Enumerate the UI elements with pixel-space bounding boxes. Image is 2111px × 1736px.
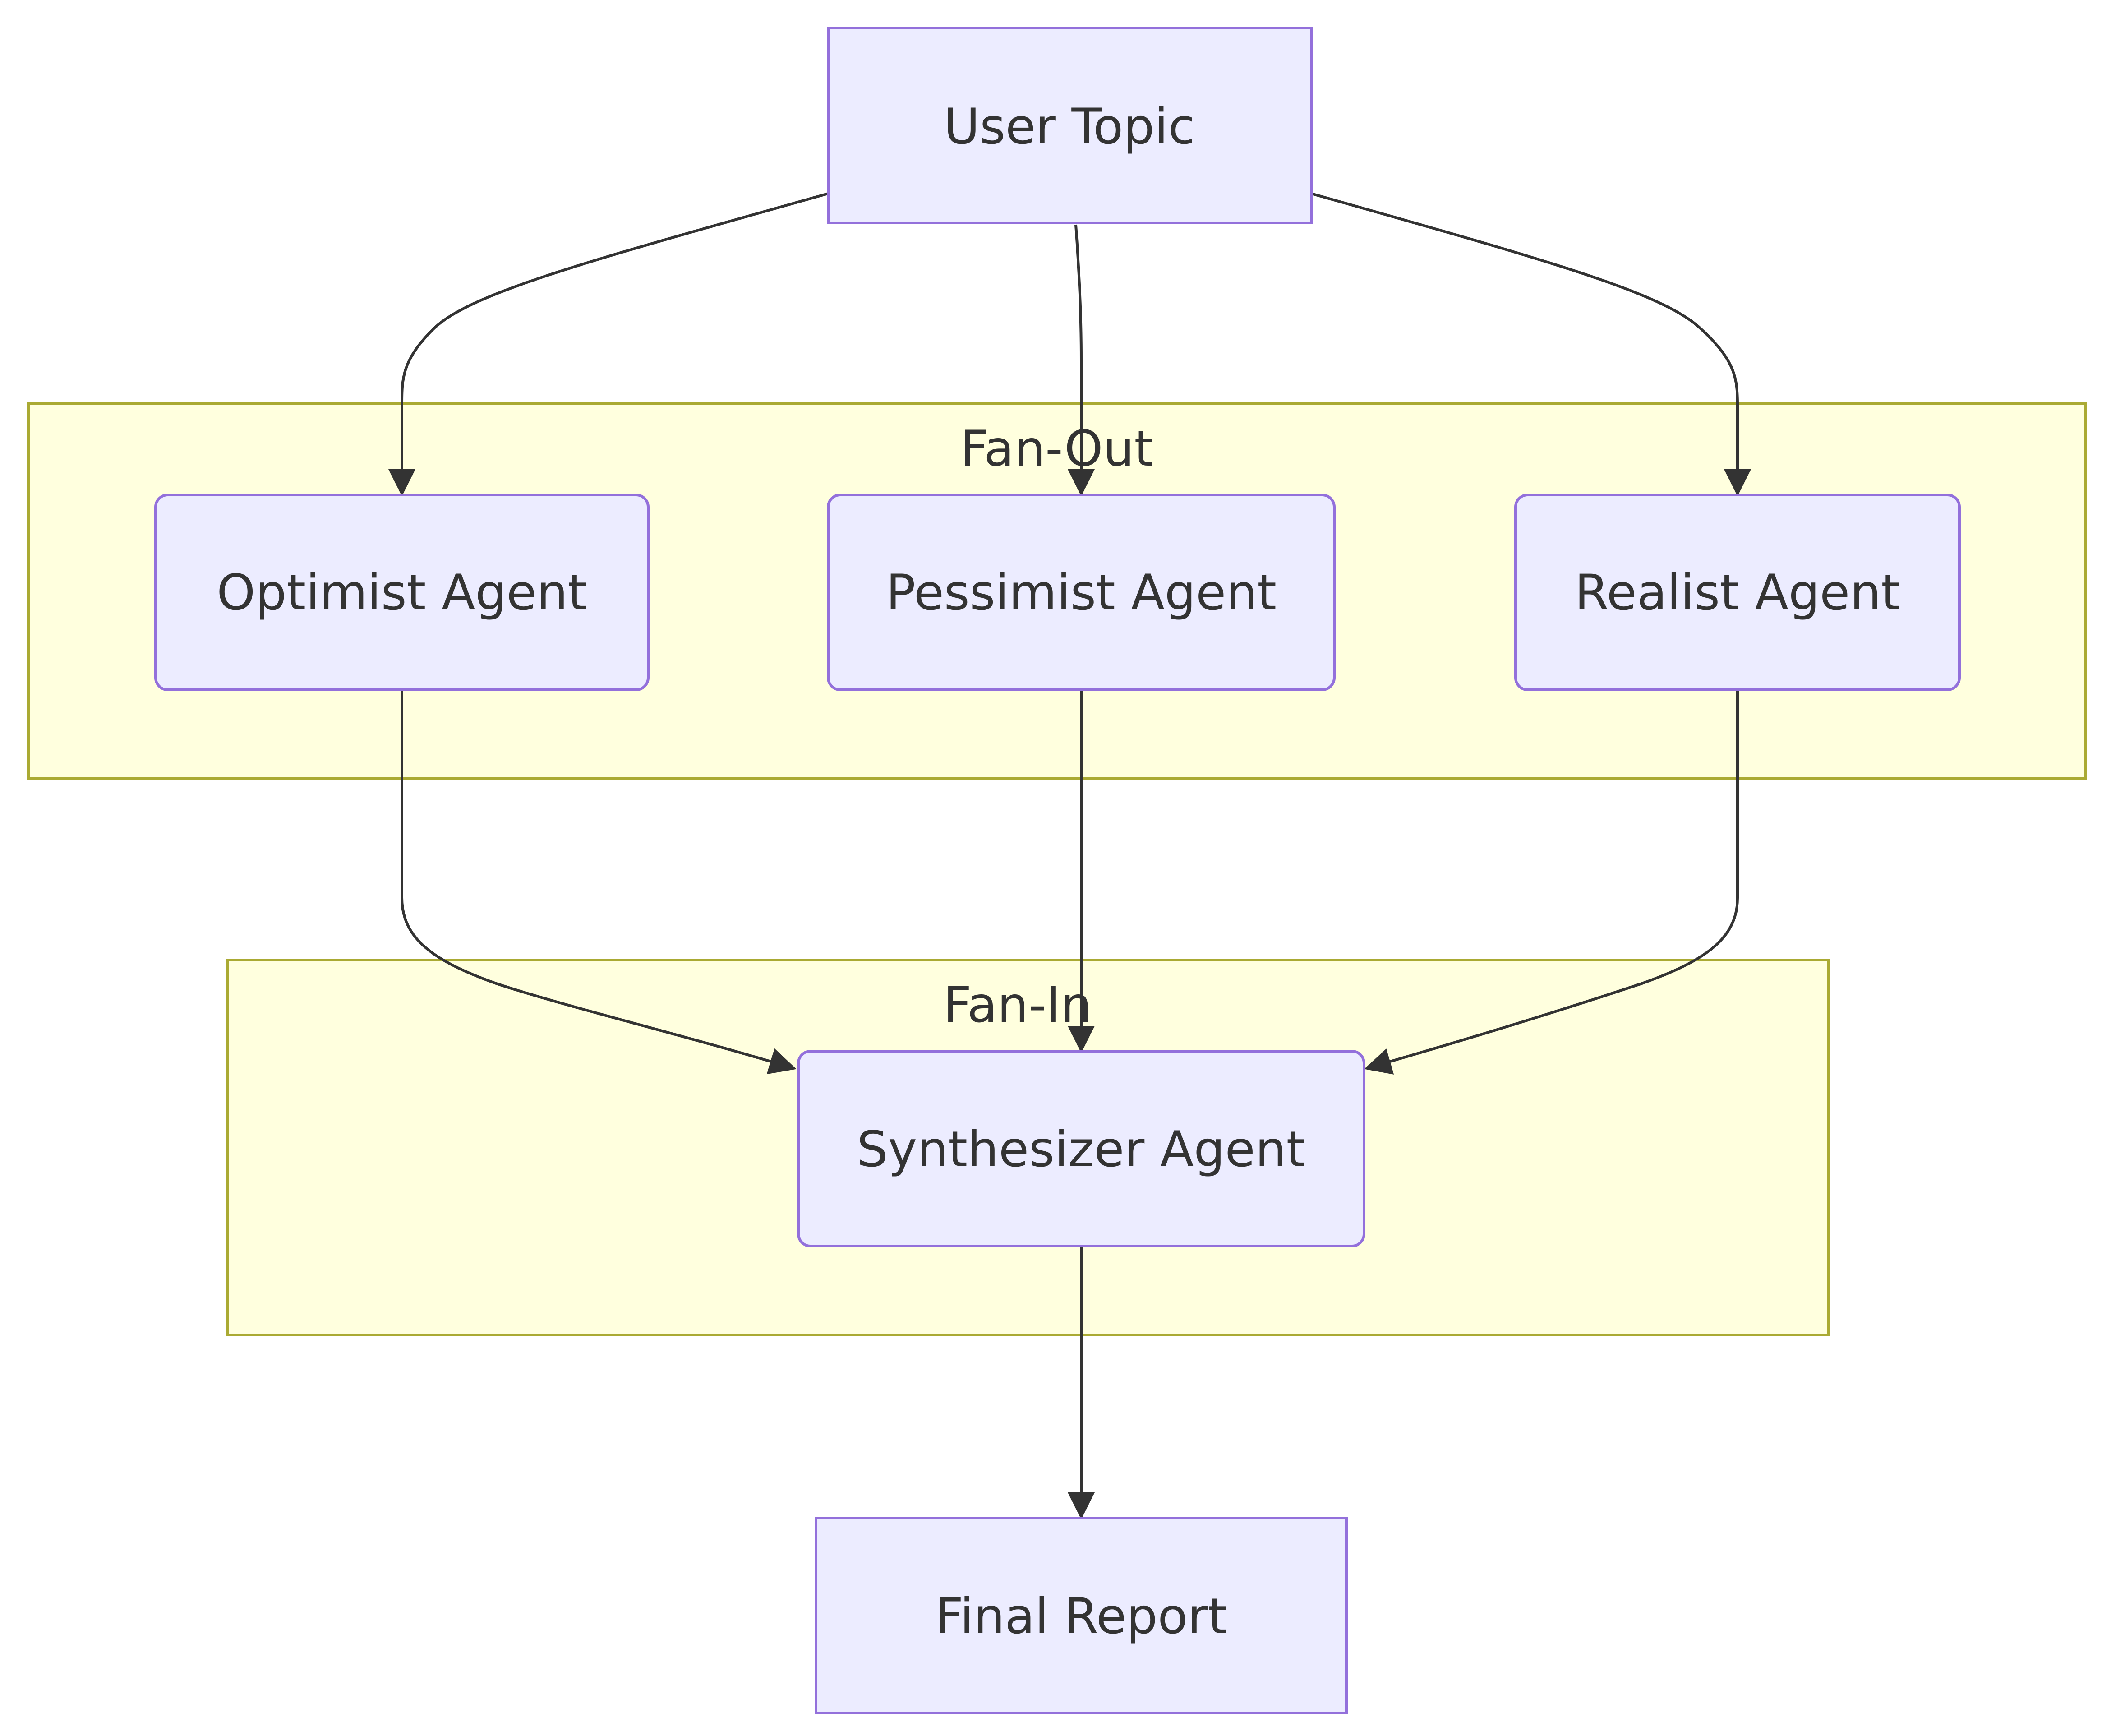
edges	[388, 192, 1751, 1519]
edge-user-topic-to-realist	[1311, 192, 1751, 496]
node-user-topic-label: User Topic	[944, 98, 1195, 155]
node-final-report[interactable]: Final Report	[815, 1517, 1348, 1714]
node-realist-agent[interactable]: Realist Agent	[1514, 494, 1961, 691]
edge-user-topic-to-pessimist	[1068, 224, 1095, 496]
node-pessimist-agent-label: Pessimist Agent	[886, 564, 1277, 621]
node-synthesizer-agent-label: Synthesizer Agent	[857, 1121, 1305, 1178]
edge-user-topic-to-optimist	[388, 192, 829, 496]
cluster-fan-out-label: Fan-Out	[960, 420, 1154, 477]
node-user-topic[interactable]: User Topic	[827, 27, 1313, 224]
cluster-fan-in-label: Fan-In	[943, 976, 1092, 1034]
node-realist-agent-label: Realist Agent	[1575, 564, 1900, 621]
node-optimist-agent[interactable]: Optimist Agent	[154, 494, 650, 691]
node-optimist-agent-label: Optimist Agent	[217, 564, 587, 621]
edge-optimist-to-synthesizer	[401, 689, 797, 1075]
node-synthesizer-agent[interactable]: Synthesizer Agent	[797, 1050, 1365, 1247]
node-pessimist-agent[interactable]: Pessimist Agent	[827, 494, 1336, 691]
node-final-report-label: Final Report	[935, 1588, 1227, 1645]
edge-realist-to-synthesizer	[1364, 689, 1739, 1075]
